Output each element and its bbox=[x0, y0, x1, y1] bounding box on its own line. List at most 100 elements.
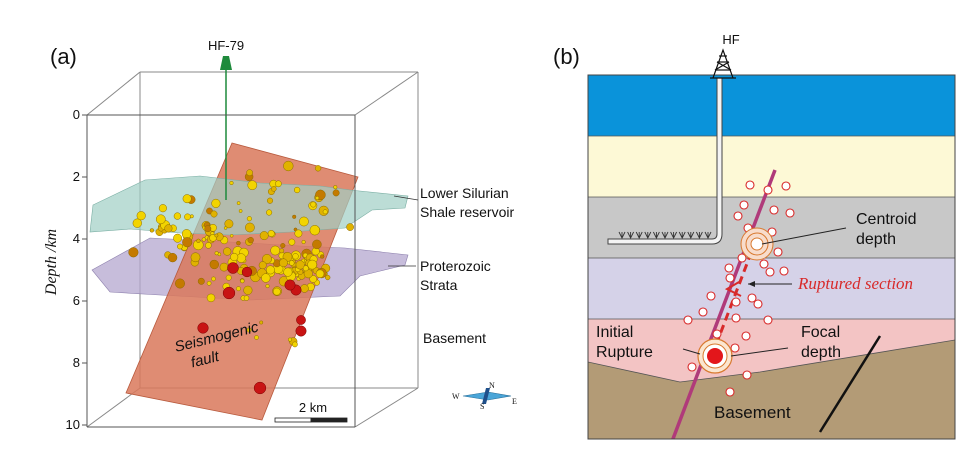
seismic-event-dot bbox=[246, 169, 253, 177]
frac-stage-mark bbox=[695, 231, 703, 240]
microseismic-event bbox=[706, 291, 716, 301]
seismic-event-dot bbox=[229, 180, 234, 186]
seismic-event-dot bbox=[262, 254, 272, 264]
depth-axis: 0 2 4 6 8 10 Depth /km bbox=[43, 107, 87, 432]
microseismic-event bbox=[687, 362, 697, 372]
microseismic-event bbox=[763, 185, 773, 195]
ruptured-section-label: Ruptured section bbox=[797, 274, 913, 293]
seismic-event-dot bbox=[315, 196, 320, 200]
frac-stages bbox=[618, 231, 712, 240]
seismic-event-dot bbox=[136, 211, 146, 221]
seismic-event-dot bbox=[247, 180, 258, 191]
frac-stage-mark bbox=[652, 231, 660, 240]
seismic-event-dot bbox=[322, 209, 328, 215]
panel-a-label: (a) bbox=[50, 44, 77, 69]
seismic-event-dot bbox=[211, 198, 221, 208]
scale-bar: 2 km bbox=[274, 400, 348, 423]
seismic-event-dot bbox=[196, 238, 201, 243]
frac-stage-mark bbox=[644, 231, 652, 240]
well-head-icon bbox=[220, 56, 232, 70]
seismic-event-dot bbox=[175, 278, 185, 289]
seismic-event-dot bbox=[266, 209, 273, 216]
centroid-pointer bbox=[761, 227, 847, 245]
seismic-event-dot bbox=[210, 210, 218, 218]
box-frame-front bbox=[86, 114, 356, 428]
seismic-event-dot bbox=[299, 216, 309, 227]
seismic-event-dot bbox=[332, 189, 340, 197]
seismic-event-dot bbox=[241, 266, 253, 278]
seismic-event-dot bbox=[310, 201, 317, 208]
focal-label-line1: Focal bbox=[801, 324, 840, 341]
seismic-event-dot bbox=[272, 287, 281, 296]
seismic-event-dot bbox=[288, 260, 295, 266]
seismic-event-dot bbox=[197, 277, 205, 285]
microseismic-event bbox=[730, 343, 740, 353]
initial-label-line2: Rupture bbox=[596, 344, 653, 361]
seismic-event-dot bbox=[292, 341, 298, 348]
microseismic-event bbox=[737, 253, 747, 263]
frac-stage-mark bbox=[618, 231, 626, 240]
seismic-event-dot bbox=[253, 381, 267, 395]
microseismic-event bbox=[739, 200, 749, 210]
microseismic-event bbox=[779, 266, 789, 276]
scale-bar-label: 2 km bbox=[299, 400, 327, 415]
seismic-event-dot bbox=[201, 237, 206, 242]
seismic-event-dot bbox=[236, 201, 241, 205]
rig-label: HF bbox=[722, 32, 739, 47]
seismic-event-dot bbox=[224, 219, 234, 229]
depth-tick-4: 4 bbox=[73, 231, 80, 246]
microseismic-event bbox=[742, 370, 752, 380]
seismic-event-dot bbox=[270, 245, 281, 256]
seismic-event-dot bbox=[173, 233, 183, 243]
frac-stage-mark bbox=[635, 231, 643, 240]
seismic-event-dot bbox=[284, 279, 296, 291]
seismic-event-dot bbox=[177, 243, 183, 250]
seismic-event-dot bbox=[204, 225, 212, 233]
seismic-event-dot bbox=[300, 284, 309, 293]
microseismic-event bbox=[731, 297, 741, 307]
seismic-event-dot bbox=[266, 197, 274, 204]
layer-blue bbox=[588, 75, 955, 136]
basement-label-a: Basement bbox=[423, 330, 486, 346]
shale-reservoir-plane bbox=[89, 175, 409, 236]
seismic-event-dot bbox=[292, 214, 297, 219]
centroid-marker bbox=[740, 227, 774, 261]
seismic-event-dot bbox=[243, 285, 253, 295]
seismic-event-dot bbox=[206, 293, 216, 303]
seismic-event-dot bbox=[302, 265, 309, 272]
seismic-event-dot bbox=[164, 224, 173, 233]
microseismic-event bbox=[731, 313, 741, 323]
shale-label-line1: Lower Silurian bbox=[420, 185, 509, 201]
centroid-label-line2: depth bbox=[856, 231, 896, 248]
seismic-event-dot bbox=[259, 231, 269, 241]
basement-label-b: Basement bbox=[714, 403, 791, 422]
proterozoic-label-line1: Proterozoic bbox=[420, 258, 491, 274]
seismic-event-dot bbox=[227, 262, 239, 274]
seismic-event-dot bbox=[211, 276, 216, 282]
seismic-event-dot bbox=[267, 230, 275, 237]
seismic-event-dot bbox=[230, 252, 239, 262]
shale-label-line2: Shale reservoir bbox=[420, 204, 514, 220]
seismic-event-dot bbox=[182, 194, 192, 204]
seismic-event-dot bbox=[314, 165, 322, 172]
focal-marker bbox=[697, 338, 733, 374]
depth-tick-0: 0 bbox=[73, 107, 80, 122]
seismic-event-dot bbox=[209, 259, 219, 270]
seismic-event-dot bbox=[265, 284, 270, 289]
microseismic-event bbox=[747, 293, 757, 303]
centroid-label-line1: Centroid bbox=[856, 211, 916, 228]
frac-stage-mark bbox=[704, 231, 712, 240]
microseismic-event bbox=[712, 329, 722, 339]
strata-frame bbox=[587, 74, 956, 440]
seismic-event-dot bbox=[225, 274, 232, 281]
seismic-event-dot bbox=[132, 218, 142, 228]
microseismic-event bbox=[759, 259, 769, 269]
seismic-event-dot bbox=[223, 247, 232, 256]
seismic-event-dot bbox=[258, 261, 267, 270]
strata-column bbox=[588, 75, 955, 439]
microseismic-event bbox=[753, 299, 763, 309]
seismic-event-dot bbox=[173, 212, 182, 220]
frac-stage-mark bbox=[670, 231, 678, 240]
seismic-event-dot bbox=[223, 226, 228, 230]
